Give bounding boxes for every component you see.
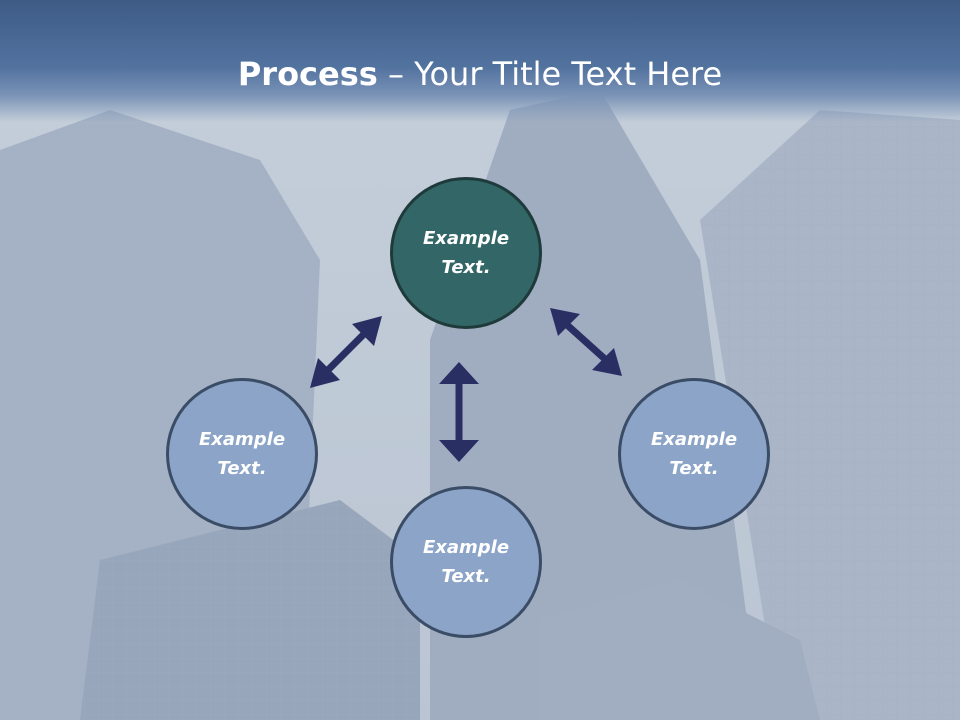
slide-title[interactable]: Process – Your Title Text Here — [0, 52, 960, 96]
node-left-line1: Example — [198, 429, 286, 450]
process-node-left[interactable]: Example Text. — [166, 378, 318, 530]
node-top-line1: Example — [422, 228, 510, 249]
node-left-line2: Text. — [217, 458, 267, 479]
double-arrow-right-icon — [550, 308, 622, 376]
title-rest-part: – Your Title Text Here — [377, 55, 723, 93]
process-node-right[interactable]: Example Text. — [618, 378, 770, 530]
double-arrow-left-icon — [310, 316, 382, 388]
title-bold-part: Process — [237, 55, 378, 93]
node-top-line2: Text. — [441, 257, 491, 278]
node-bottom-line2: Text. — [441, 566, 491, 587]
node-right-line1: Example — [650, 429, 738, 450]
node-right-line2: Text. — [669, 458, 719, 479]
process-node-top[interactable]: Example Text. — [390, 177, 542, 329]
node-bottom-line1: Example — [422, 537, 510, 558]
double-arrow-vertical-icon — [439, 362, 479, 462]
title-bar — [0, 0, 960, 122]
process-node-bottom[interactable]: Example Text. — [390, 486, 542, 638]
